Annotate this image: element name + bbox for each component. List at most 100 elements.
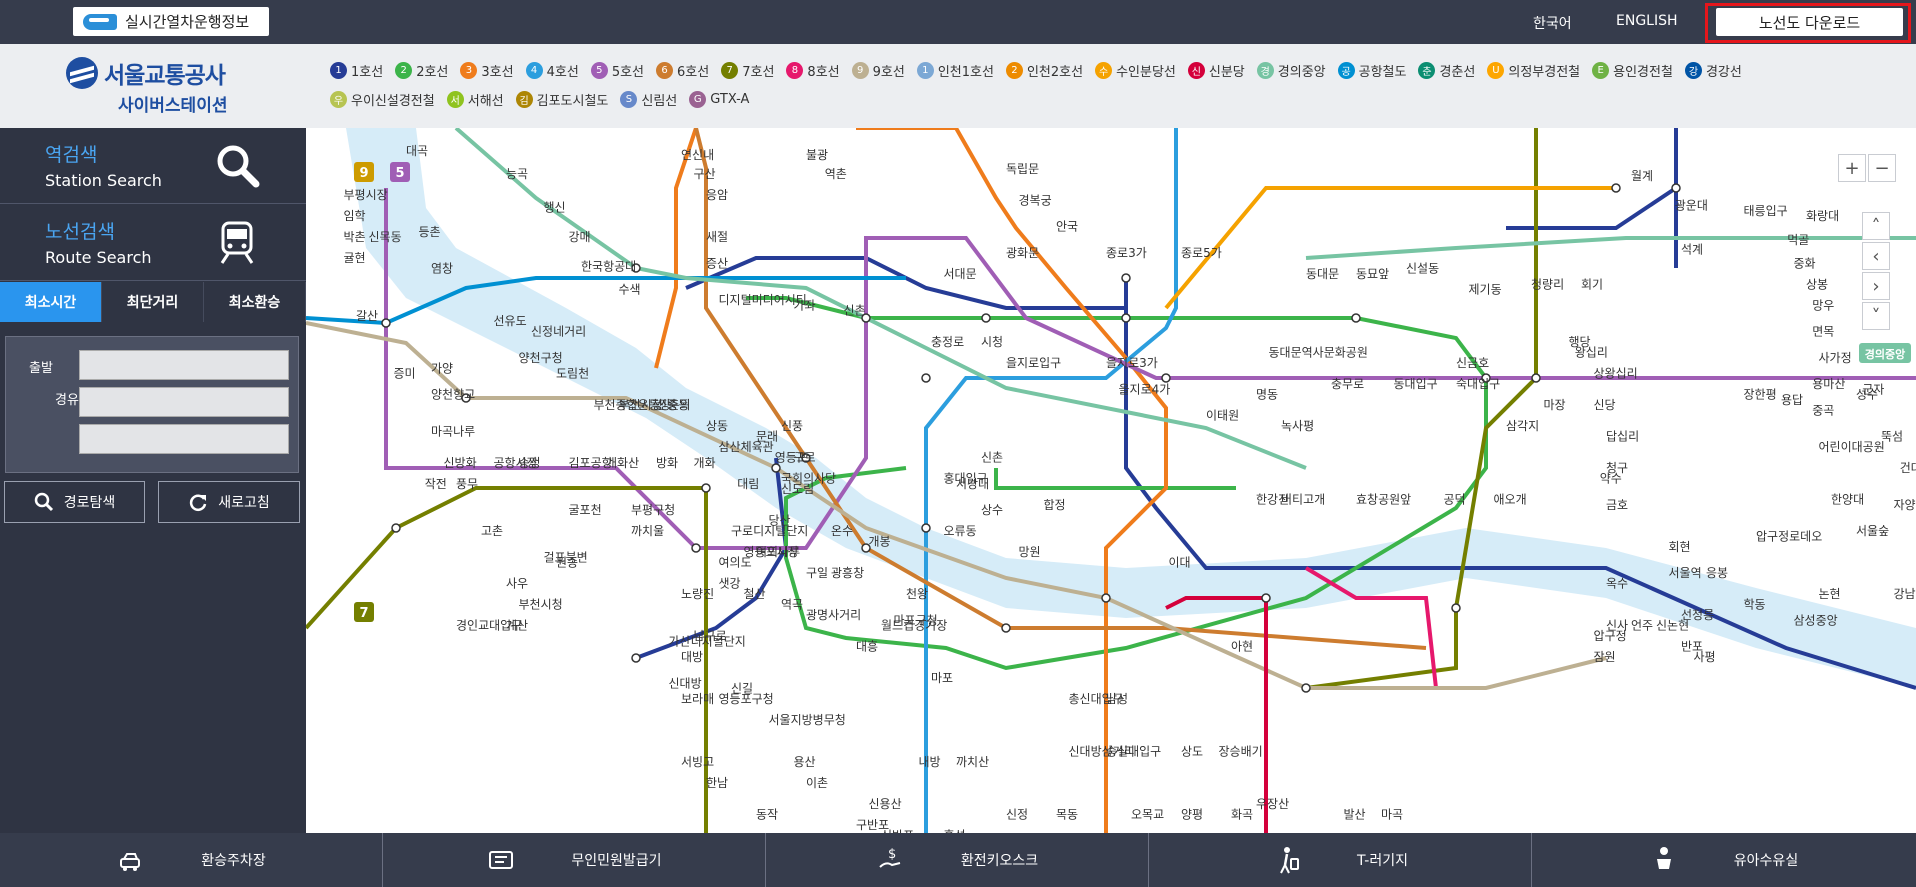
station-label[interactable]: 반포 (1681, 640, 1703, 654)
station-label[interactable]: 증산 (706, 256, 728, 270)
station-label[interactable]: 까치산 (956, 755, 989, 769)
station-label[interactable]: 압구정 (1594, 629, 1627, 643)
station-label[interactable]: 삼성중앙 (1794, 613, 1838, 627)
station-label[interactable]: 남구로 (694, 629, 727, 643)
station-label[interactable]: 양천구청 (519, 350, 563, 365)
station-label[interactable]: 까치울 (631, 524, 664, 538)
station-label[interactable]: 강남구청 (1894, 587, 1916, 601)
baby-nursing-room-link[interactable]: 유아수유실 (1532, 833, 1915, 887)
station-label[interactable]: 신촌 (981, 451, 1003, 465)
station-label[interactable]: 부평시장 (344, 188, 388, 202)
station-label[interactable]: 이촌 (806, 776, 828, 790)
station-label[interactable]: 흑석 (944, 829, 966, 834)
station-label[interactable]: 신방화 (444, 456, 477, 470)
station-label[interactable]: 중곡 (1812, 403, 1834, 417)
station-label[interactable]: 신용산 (869, 797, 902, 811)
station-label[interactable]: 광운대 (1675, 199, 1708, 213)
station-label[interactable]: 등촌 (419, 225, 441, 239)
station-label[interactable]: 광화문 (1006, 246, 1039, 260)
station-label[interactable]: 옥수 (1606, 577, 1628, 591)
route-search-button[interactable]: 경로탐색 (4, 481, 145, 523)
station-label[interactable]: 안국 (1056, 220, 1078, 234)
station-label[interactable]: 선정릉 (1681, 608, 1714, 622)
station-label[interactable]: 용산 (794, 755, 816, 769)
station-label[interactable]: 뚝섬 (1881, 430, 1903, 444)
station-label[interactable]: 디지털미디어시티 (719, 293, 807, 307)
station-label[interactable]: 개화 (694, 456, 716, 470)
station-label[interactable]: 회기 (1581, 277, 1603, 291)
station-label[interactable]: 월계 (1631, 169, 1653, 183)
station-label[interactable]: 마곡나루 (431, 424, 475, 438)
station-label[interactable]: 왕십리 (1575, 346, 1608, 360)
station-label[interactable]: 금호 (1606, 498, 1628, 512)
station-label[interactable]: 면목 (1812, 325, 1834, 339)
station-label[interactable]: 여의나루 (756, 545, 800, 559)
station-label[interactable]: 행신 (544, 200, 566, 215)
station-label[interactable]: 대림 (737, 477, 759, 491)
station-label[interactable]: 신대방 (669, 676, 702, 690)
station-label[interactable]: 숭실대입구 (1106, 745, 1161, 759)
station-label[interactable]: 국회의사당 (781, 472, 836, 486)
station-label[interactable]: 제기동 (1469, 283, 1502, 297)
station-label[interactable]: 마포구청 (894, 613, 938, 627)
station-label[interactable]: 청량리 (1531, 277, 1564, 291)
station-label[interactable]: 경복궁 (1019, 193, 1052, 207)
station-label[interactable]: 당산 (769, 514, 791, 528)
route-map-download-button[interactable]: 노선도 다운로드 (1716, 8, 1903, 36)
station-label[interactable]: 상봉 (1806, 277, 1828, 291)
station-label[interactable]: 귤현 (344, 251, 366, 265)
station-label[interactable]: 신금호 (1456, 356, 1489, 370)
station-label[interactable]: 역촌 (825, 167, 847, 181)
station-label[interactable]: 삼각지 (1506, 419, 1539, 433)
station-label[interactable]: 상왕십리 (1594, 367, 1638, 381)
pan-left-button[interactable]: ‹ (1862, 242, 1890, 270)
station-label[interactable]: 신설동 (1406, 262, 1439, 276)
station-label[interactable]: 군자 (1862, 382, 1884, 396)
station-label[interactable]: 응암 (706, 188, 728, 202)
transfer-parking-link[interactable]: 환승주차장 (0, 833, 383, 887)
station-label[interactable]: 명동 (1256, 388, 1278, 402)
station-label[interactable]: 애오개 (1494, 493, 1527, 507)
pan-right-button[interactable]: › (1862, 272, 1890, 300)
station-label[interactable]: 이대 (1169, 556, 1191, 570)
station-label[interactable]: 망우 (1812, 298, 1834, 312)
station-label[interactable]: 가좌 (794, 298, 816, 312)
station-label[interactable]: 을지로입구 (1006, 356, 1061, 370)
station-label[interactable]: 홍대입구 (944, 472, 988, 486)
station-label[interactable]: 삼산체육관 (719, 440, 774, 454)
station-label[interactable]: 종로5가 (1181, 246, 1222, 260)
station-label[interactable]: 남성 (1106, 692, 1128, 706)
station-label[interactable]: 중화 (1794, 256, 1816, 270)
station-label[interactable]: 먹골 (1787, 233, 1809, 247)
station-label[interactable]: 대흥 (856, 640, 878, 654)
station-label[interactable]: 동대입구 (1394, 377, 1438, 391)
station-label[interactable]: 상수 (981, 503, 1003, 517)
station-label[interactable]: 신중동 (656, 398, 689, 412)
station-label[interactable]: 발산 (1344, 808, 1366, 822)
station-label[interactable]: 선유도 (494, 314, 527, 328)
station-label[interactable]: 연신내 (681, 148, 714, 162)
station-label[interactable]: 서울숲 (1856, 524, 1889, 538)
station-label[interactable]: 신사 (1606, 619, 1628, 633)
via-input[interactable] (79, 387, 289, 417)
station-label[interactable]: 구반포 (856, 818, 889, 832)
station-label[interactable]: 행당 (1569, 334, 1591, 349)
station-label[interactable]: 신대방삼거리 (1069, 745, 1135, 759)
station-label[interactable]: 수색 (619, 283, 641, 297)
station-label[interactable]: 한남 (706, 776, 728, 790)
tab-minimum-transfer[interactable]: 최소환승 (204, 282, 306, 322)
station-label[interactable]: 어린이대공원 (1819, 440, 1885, 454)
